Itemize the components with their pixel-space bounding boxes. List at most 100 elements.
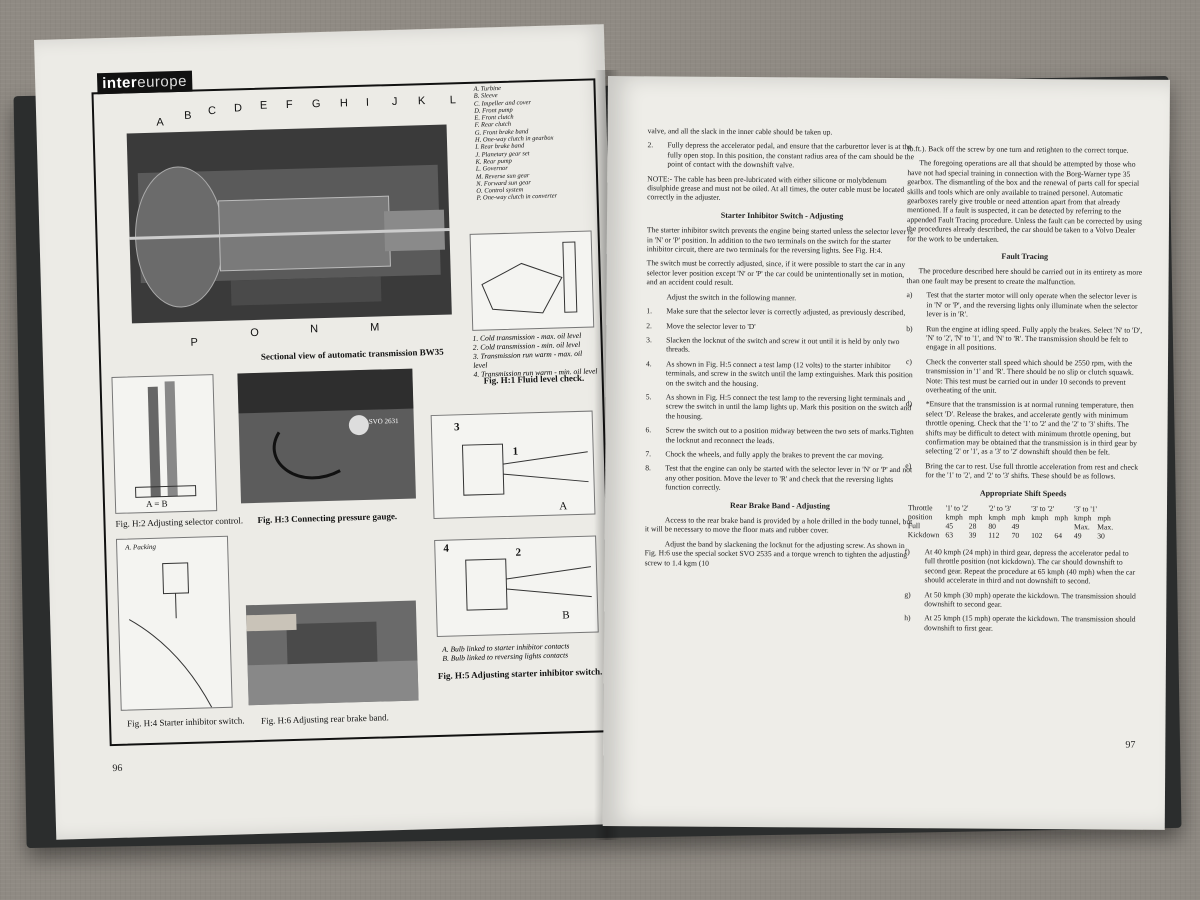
fault-text: *Ensure that the transmission is at norm… [925, 399, 1138, 457]
table-cell: mph [1054, 513, 1069, 523]
step-text: Chock the wheels, and fully apply the br… [665, 449, 884, 460]
fluid-level-list: 1. Cold transmission - max. oil level 2.… [472, 330, 598, 379]
paragraph: The procedure described here should be c… [906, 266, 1143, 287]
figure-frame: A B C D E F G H I J K L [91, 78, 614, 747]
table-header: '1' to '2' [945, 503, 969, 513]
paragraph: Adjust the switch in the following manne… [666, 292, 797, 303]
pressure-gauge-photo: SVO 2631 [237, 368, 416, 504]
table-cell: mph [968, 512, 983, 522]
fault-item: f)At 40 kmph (24 mph) in third gear, dep… [904, 547, 1140, 586]
numbered-step: 4.As shown in Fig. H:5 connect a test la… [646, 359, 916, 389]
fig-h5-letter: B [562, 609, 570, 622]
fault-letter: a) [906, 290, 913, 300]
table-header: Throttle [907, 503, 933, 513]
table-cell: 49 [1073, 531, 1082, 541]
step-number: 3. [646, 335, 652, 345]
callout-letter: O [250, 326, 259, 340]
callout-letter: N [310, 323, 319, 336]
step-text: Move the selector lever to 'D' [666, 320, 756, 331]
step-text: As shown in Fig. H:5 connect a test lamp… [665, 359, 913, 388]
fig-h3-caption: Fig. H:3 Connecting pressure gauge. [257, 511, 398, 525]
step-text: Fully depress the accelerator pedal, and… [667, 140, 915, 170]
fault-letter: f) [904, 547, 910, 557]
table-cell: mph [1097, 513, 1111, 523]
table-cell: kmph [1074, 513, 1092, 523]
fault-text: Bring the car to rest. Use full throttle… [925, 461, 1139, 481]
table-cell: 112 [988, 530, 1000, 540]
table-row: Kickdown 63 39 112 70 102 64 49 30 [905, 530, 1116, 540]
numbered-step: 7.Chock the wheels, and fully apply the … [645, 449, 915, 460]
callout-letter: A [156, 116, 164, 129]
fault-letter: g) [904, 589, 911, 599]
transmission-sectional-photo [126, 124, 452, 324]
fig-h3-label: SVO 2631 [368, 416, 399, 426]
table-cell: Max. [1073, 522, 1090, 532]
callout-letter: K [417, 95, 426, 108]
numbered-step: 5.As shown in Fig. H:5 connect the test … [646, 392, 916, 422]
section-heading: Fault Tracing [1001, 251, 1049, 262]
table-cell [1028, 522, 1051, 531]
numbered-step: 6. Screw the switch out to a position mid… [645, 425, 915, 446]
callout-letters: A B C D E F G H I J K L [156, 93, 506, 128]
section-heading: Starter Inhibitor Switch - Adjusting [720, 210, 844, 221]
fluid-level-drawing [469, 230, 595, 331]
right-page: valve, and all the slack in the inner ca… [602, 76, 1170, 830]
fault-text: At 25 kmph (15 mph) operate the kickdown… [924, 613, 1136, 633]
fig-h5-number: 2 [515, 546, 522, 559]
rear-brake-band-photo [245, 600, 419, 706]
fig-h5-number: 1 [512, 445, 519, 458]
fault-item: g)At 50 kmph (30 mph) operate the kickdo… [904, 590, 1140, 610]
table-header: '3' to '1' [1074, 504, 1097, 514]
table-cell: kmph [1031, 512, 1049, 523]
switch-drawing-b: 4 2 B [434, 535, 599, 637]
numbered-step: 1.Make sure that the selector lever is c… [646, 306, 916, 317]
callout-letter: G [311, 98, 321, 111]
numbered-step: 2.Move the selector lever to 'D' [646, 321, 916, 332]
callout-letter: B [184, 109, 192, 122]
brand-part-2: europe [137, 72, 188, 92]
section-heading: Rear Brake Band - Adjusting [730, 500, 830, 511]
table-cell: 64 [1054, 531, 1063, 541]
section-heading: Appropriate Shift Speeds [979, 488, 1067, 498]
callout-letter: C [207, 104, 217, 118]
table-cell: kmph [945, 512, 963, 522]
fig-h2-caption: Fig. H:2 Adjusting selector control. [115, 515, 244, 529]
numbered-step: 2.Fully depress the accelerator pedal, a… [647, 141, 917, 171]
fault-letter: e) [905, 460, 912, 470]
paragraph: valve, and all the slack in the inner ca… [647, 126, 833, 137]
table-cell: 30 [1097, 531, 1105, 541]
fault-text: Test that the starter motor will only op… [926, 290, 1138, 319]
table-cell: kmph [988, 512, 1006, 522]
callout-letter: M [369, 321, 380, 334]
step-number: 6. [645, 425, 652, 435]
fault-text: Run the engine at idling speed. Fully ap… [926, 323, 1143, 353]
main-figure-caption: Sectional view of automatic transmission… [260, 346, 444, 362]
callout-letter: L [449, 94, 457, 107]
paragraph: Adjust the band by slackening the locknu… [644, 539, 908, 568]
fig-h5-notes: A. Bulb linked to starter inhibitor cont… [442, 641, 570, 663]
fig-h5-caption: Fig. H:5 Adjusting starter inhibitor swi… [437, 666, 603, 681]
fault-letter: h) [904, 613, 911, 623]
table-cell: 70 [1011, 530, 1020, 540]
table-cell: 39 [968, 530, 977, 540]
fig-h4-caption: Fig. H:4 Starter inhibitor switch. [126, 715, 245, 729]
step-number: 1. [646, 306, 653, 316]
fig-h2-label: A = B [145, 498, 168, 510]
numbered-step: 3.Slacken the locknut of the switch and … [646, 335, 916, 356]
shift-speeds-table: Throttle '1' to '2' '2' to '3' '3' to '2… [905, 503, 1117, 540]
step-text: Screw the switch out to a position midwa… [665, 425, 914, 445]
callout-letter: H [339, 97, 349, 110]
callout-letter: E [259, 99, 268, 112]
page-number-right: 97 [1125, 739, 1136, 751]
callout-letter: P [190, 336, 199, 349]
page-number-left: 96 [112, 762, 123, 775]
table-cell: 102 [1031, 530, 1043, 541]
fault-letter: b) [906, 323, 913, 333]
left-page: intereurope A B C D E F G H I J K L [34, 24, 627, 840]
paragraph: lb.ft.). Back off the screw by one turn … [907, 144, 1129, 155]
table-cell: 45 [945, 521, 954, 531]
table-cell: 49 [1011, 521, 1020, 531]
transmission-legend: A. Turbine B. Sleeve C. Impeller and cov… [473, 82, 596, 202]
numbered-step: 8.Test that the engine can only be start… [645, 464, 915, 494]
